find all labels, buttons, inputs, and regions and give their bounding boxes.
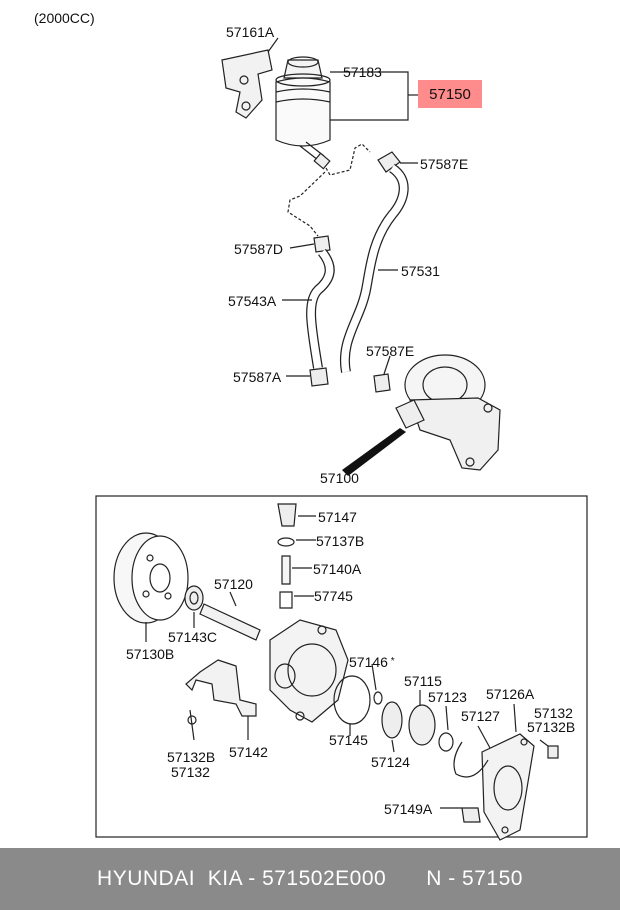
part-label-57146: 57146 * bbox=[349, 654, 395, 670]
part-label-57132B-left: 57132B bbox=[167, 749, 216, 765]
assembly-arrow bbox=[342, 428, 406, 476]
variant-label: (2000CC) bbox=[34, 10, 95, 26]
part-label-57149A: 57149A bbox=[384, 801, 433, 817]
part-label-57140A: 57140A bbox=[313, 561, 362, 577]
reservoir bbox=[275, 56, 331, 170]
part-label-57115: 57115 bbox=[404, 673, 442, 689]
part-label-57147: 57147 bbox=[318, 509, 357, 525]
part-label-57587D: 57587D bbox=[234, 241, 284, 257]
part-label-57531: 57531 bbox=[401, 263, 440, 279]
bracket-57142 bbox=[185, 659, 257, 717]
part-label-57183: 57183 bbox=[343, 64, 382, 80]
part-label-57123: 57123 bbox=[428, 689, 467, 705]
part-label-57161A: 57161A bbox=[226, 24, 275, 40]
highlighted-part-text: 57150 bbox=[429, 85, 471, 103]
footer-reference: N - 57150 bbox=[426, 867, 523, 890]
part-label-57143C: 57143C bbox=[168, 629, 218, 645]
diagram-drawing bbox=[95, 37, 588, 841]
rear-cover bbox=[481, 733, 535, 841]
part-label-57126A: 57126A bbox=[486, 686, 535, 702]
part-label-57145: 57145 bbox=[329, 732, 368, 748]
part-label-57127: 57127 bbox=[461, 708, 500, 724]
part-label-57132B-right: 57132B bbox=[527, 719, 576, 735]
assembly-frame bbox=[95, 495, 588, 838]
part-label-57130B: 57130B bbox=[126, 646, 175, 662]
part-label-57146-text: 57146 bbox=[349, 654, 388, 670]
bracket bbox=[221, 49, 273, 119]
part-label-57745: 57745 bbox=[314, 588, 353, 604]
part-label-57587A: 57587A bbox=[233, 369, 282, 385]
part-label-57120: 57120 bbox=[214, 576, 253, 592]
part-label-57137B: 57137B bbox=[316, 533, 365, 549]
clamp-57587A bbox=[309, 367, 329, 387]
pump-assembly bbox=[395, 354, 501, 471]
part-label-57132-left: 57132 bbox=[171, 764, 210, 780]
clamp-57587D bbox=[313, 235, 331, 253]
parts-diagram: (2000CC) 57161A 57183 57150 57587E 57587… bbox=[34, 10, 588, 841]
clamp-57587E-lower bbox=[373, 373, 391, 393]
part-label-57100: 57100 bbox=[320, 470, 359, 486]
clamp-57587E bbox=[377, 151, 401, 173]
part-label-57132-right: 57132 bbox=[534, 705, 573, 721]
part-label-57124: 57124 bbox=[371, 754, 410, 770]
pulley bbox=[113, 532, 189, 624]
footer-part-number: HYUNDAI KIA - 571502E000 bbox=[97, 867, 387, 890]
part-label-57543A: 57543A bbox=[228, 293, 277, 309]
part-label-57142: 57142 bbox=[229, 744, 268, 760]
pump-body bbox=[269, 619, 349, 723]
part-label-57587E-mid: 57587E bbox=[366, 343, 415, 359]
part-label-57587E-top: 57587E bbox=[420, 156, 469, 172]
highlighted-part-57150[interactable]: 57150 bbox=[418, 80, 482, 108]
footer-bar: HYUNDAI KIA - 571502E000 N - 57150 bbox=[0, 848, 620, 910]
